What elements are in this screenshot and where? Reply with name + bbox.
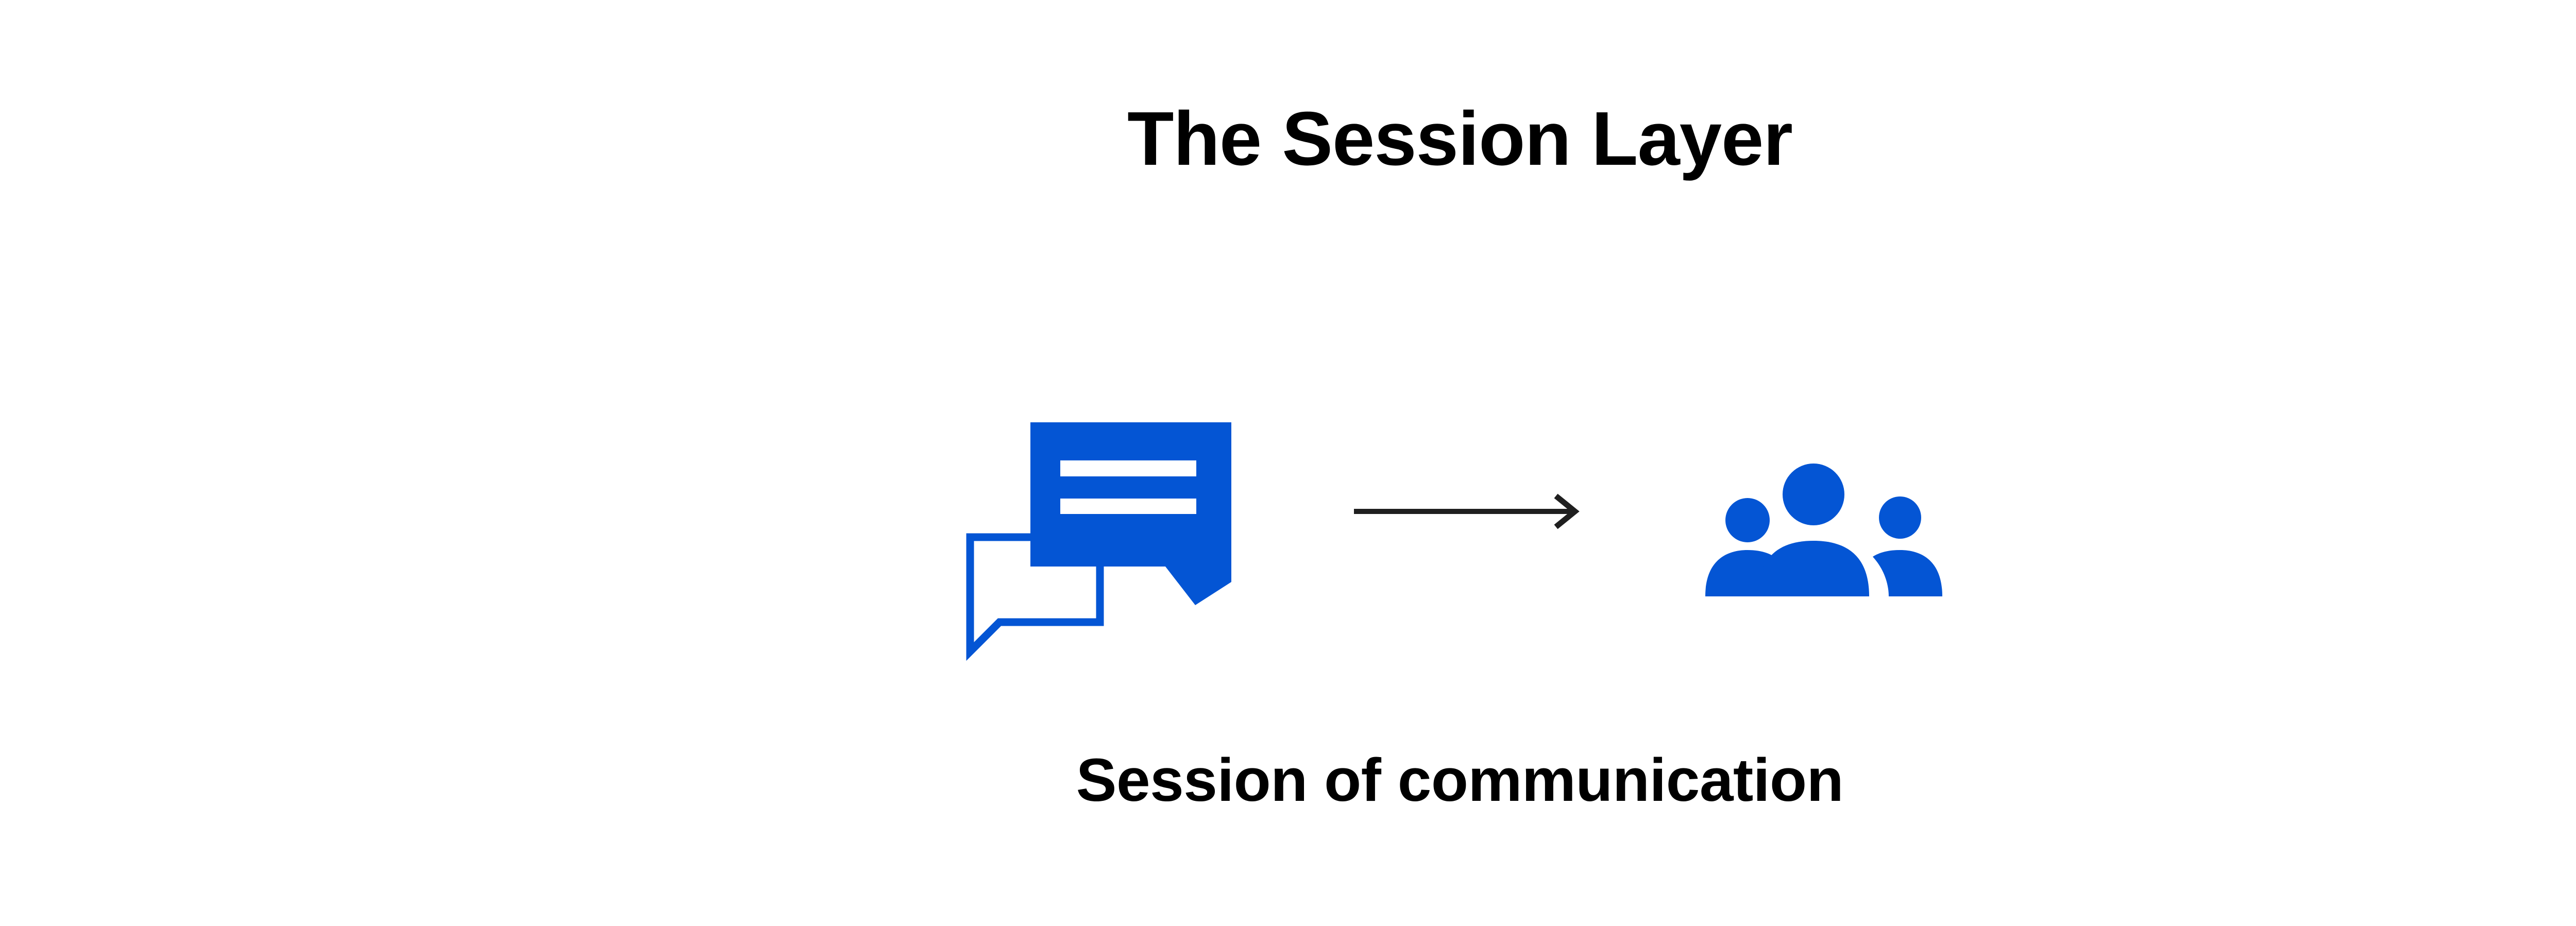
people-group-icon xyxy=(1685,433,1942,608)
message-line-2 xyxy=(1060,499,1196,514)
person-center-head xyxy=(1783,464,1844,525)
arrow-right-icon xyxy=(1345,474,1592,536)
page-title: The Session Layer xyxy=(1127,96,1793,181)
person-right-body xyxy=(1873,550,1942,596)
diagram-container xyxy=(953,412,1968,670)
arrow-head xyxy=(1554,493,1580,529)
person-left-head xyxy=(1725,498,1770,542)
person-left-body xyxy=(1705,550,1776,596)
message-line-1 xyxy=(1060,460,1196,476)
person-right-head xyxy=(1879,496,1921,539)
diagram-caption: Session of communication xyxy=(1076,746,1844,814)
person-center-body xyxy=(1758,541,1869,596)
chat-bubbles-icon xyxy=(953,412,1242,670)
